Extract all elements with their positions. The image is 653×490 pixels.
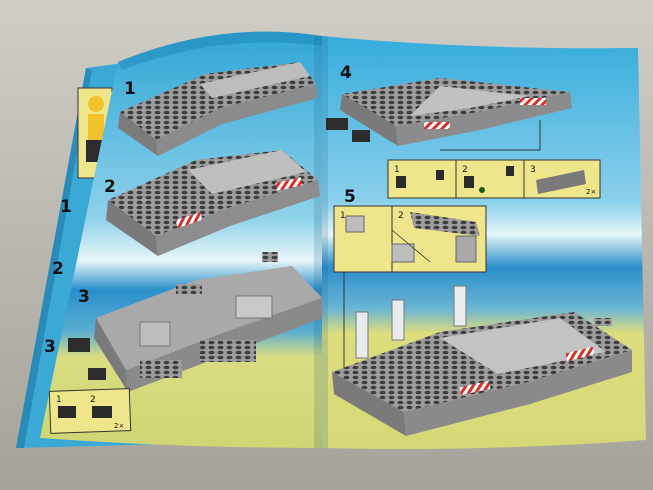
under-step-1: 1 — [60, 197, 72, 217]
step-4-callout-2: 2 — [462, 165, 468, 175]
step-4-callout-1: 1 — [394, 165, 400, 175]
step-5-number: 5 — [344, 187, 356, 207]
step-5-callout-1: 1 — [340, 211, 346, 221]
under-step-3: 3 — [44, 337, 56, 357]
step-2-assembly — [106, 150, 320, 256]
step-5-callout-2: 2 — [398, 211, 404, 221]
step-1-number: 1 — [124, 79, 136, 99]
step-4-callout-qty: 2× — [586, 188, 596, 196]
step-3-assembly — [68, 252, 322, 392]
step-4-assembly — [326, 78, 572, 151]
step-4-parts-callout: 1 2 3 2× — [387, 159, 601, 199]
step-5-parts-callout: 1 2 — [333, 205, 487, 273]
step-3-callout-1: 1 — [56, 395, 62, 405]
spine-shadow — [314, 36, 328, 448]
step-1-baseplate — [118, 62, 318, 156]
step-2-number: 2 — [104, 177, 116, 197]
step-3-parts-callout: 1 2 2× — [48, 388, 132, 434]
step-3-callout-qty: 2× — [114, 422, 124, 430]
under-step-2: 2 — [52, 259, 64, 279]
step-4-callout-3: 3 — [530, 165, 536, 175]
step-3-callout-2: 2 — [90, 395, 96, 405]
step-5-assembly — [332, 285, 632, 436]
step-3-number: 3 — [78, 287, 90, 307]
step-4-number: 4 — [340, 63, 352, 83]
